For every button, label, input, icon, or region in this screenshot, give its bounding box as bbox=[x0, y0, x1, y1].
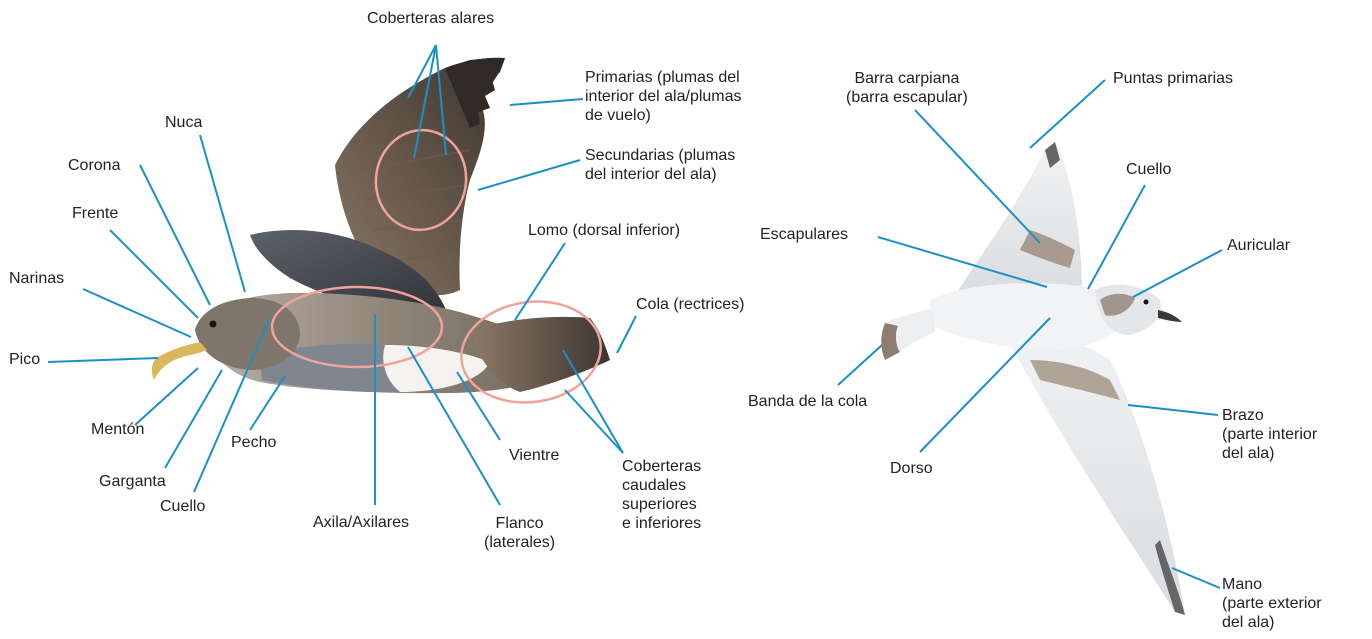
label-menton: Mentón bbox=[91, 421, 145, 438]
label-mano: Mano (parte exterior del ala) bbox=[1222, 576, 1322, 631]
label-corona: Corona bbox=[68, 157, 121, 174]
wing-coverts-ring bbox=[374, 128, 468, 232]
leader-line-dorso bbox=[919, 317, 1051, 453]
tail-coverts-ring bbox=[460, 300, 602, 404]
leader-line-garganta bbox=[164, 369, 223, 469]
label-pecho: Pecho bbox=[231, 434, 277, 451]
leader-line-menton bbox=[134, 367, 199, 426]
label-escapulares: Escapulares bbox=[760, 226, 849, 243]
shearwater-primary-feathers bbox=[445, 58, 505, 128]
label-frente: Frente bbox=[72, 205, 119, 222]
shearwater-lower-wing bbox=[250, 230, 450, 320]
leader-line-brazo bbox=[1127, 404, 1219, 416]
leader-line-cola bbox=[616, 315, 637, 354]
label-cola: Cola (rectrices) bbox=[636, 296, 745, 313]
leader-line-auricular bbox=[1132, 249, 1223, 298]
label-brazo: Brazo (parte interior del ala) bbox=[1222, 407, 1318, 462]
shearwater-bill bbox=[151, 342, 207, 380]
leader-line-cuello bbox=[193, 317, 271, 493]
label-axila: Axila/Axilares bbox=[313, 514, 410, 531]
label-auricular: Auricular bbox=[1227, 237, 1291, 254]
leader-line-pecho bbox=[249, 375, 286, 431]
leader-line-caudales-a bbox=[562, 349, 624, 454]
shearwater-head bbox=[195, 298, 300, 370]
leader-line-nuca bbox=[199, 134, 246, 293]
leader-line-frente bbox=[109, 229, 199, 319]
shearwater-upper-wing bbox=[335, 57, 505, 296]
label-dorso: Dorso bbox=[890, 460, 933, 477]
leader-line-caudales-b bbox=[564, 389, 624, 454]
shearwater-eye bbox=[209, 320, 217, 328]
leader-line-gull-cuello bbox=[1087, 184, 1146, 290]
label-pico: Pico bbox=[9, 351, 41, 368]
label-lomo: Lomo (dorsal inferior) bbox=[528, 222, 681, 239]
leader-line-coberteras-alares-a bbox=[407, 44, 437, 99]
leader-line-flanco bbox=[407, 346, 501, 506]
leader-line-vientre bbox=[456, 371, 501, 441]
leader-line-puntas-primarias bbox=[1029, 79, 1106, 149]
gull-eye bbox=[1143, 299, 1149, 305]
label-coberteras-alares: Coberteras alares bbox=[367, 10, 495, 27]
shearwater-tail bbox=[470, 316, 610, 392]
leader-lines bbox=[47, 44, 1223, 589]
gull-body bbox=[930, 283, 1135, 351]
label-nuca: Nuca bbox=[165, 114, 203, 131]
label-primarias: Primarias (plumas del interior del ala/p… bbox=[585, 69, 742, 124]
leader-line-escapulares bbox=[877, 236, 1048, 288]
label-gull-cuello: Cuello bbox=[1126, 161, 1172, 178]
leader-line-corona bbox=[139, 164, 211, 306]
leader-line-coberteras-alares-b bbox=[413, 44, 437, 159]
label-cuello: Cuello bbox=[160, 498, 206, 515]
leader-line-primarias bbox=[509, 98, 584, 106]
label-barra-carpiana: Barra carpiana (barra escapular) bbox=[846, 70, 968, 106]
label-vientre: Vientre bbox=[509, 447, 560, 464]
leader-line-banda-cola bbox=[837, 344, 883, 386]
label-puntas-primarias: Puntas primarias bbox=[1113, 70, 1234, 87]
gull-lower-wing bbox=[1000, 325, 1185, 615]
label-coberteras-caudales: Coberteras caudales superiores e inferio… bbox=[622, 458, 702, 532]
leader-line-secundarias bbox=[477, 159, 581, 191]
leader-line-coberteras-alares-c bbox=[435, 44, 447, 156]
label-secundarias: Secundarias (plumas del interior del ala… bbox=[585, 147, 736, 183]
leader-line-mano bbox=[1171, 567, 1221, 589]
label-garganta: Garganta bbox=[99, 473, 166, 490]
leader-line-pico bbox=[47, 357, 159, 363]
label-flanco: Flanco (laterales) bbox=[484, 515, 556, 551]
label-narinas: Narinas bbox=[9, 270, 65, 287]
shearwater-illustration bbox=[151, 57, 610, 404]
gull-illustration bbox=[881, 142, 1185, 615]
leader-line-narinas bbox=[82, 288, 192, 338]
leader-line-lomo bbox=[514, 242, 566, 321]
gull-bill bbox=[1158, 310, 1182, 322]
label-banda-cola: Banda de la cola bbox=[748, 393, 868, 410]
axilla-ring bbox=[270, 285, 444, 369]
leader-line-barra-carpiana bbox=[914, 109, 1041, 244]
